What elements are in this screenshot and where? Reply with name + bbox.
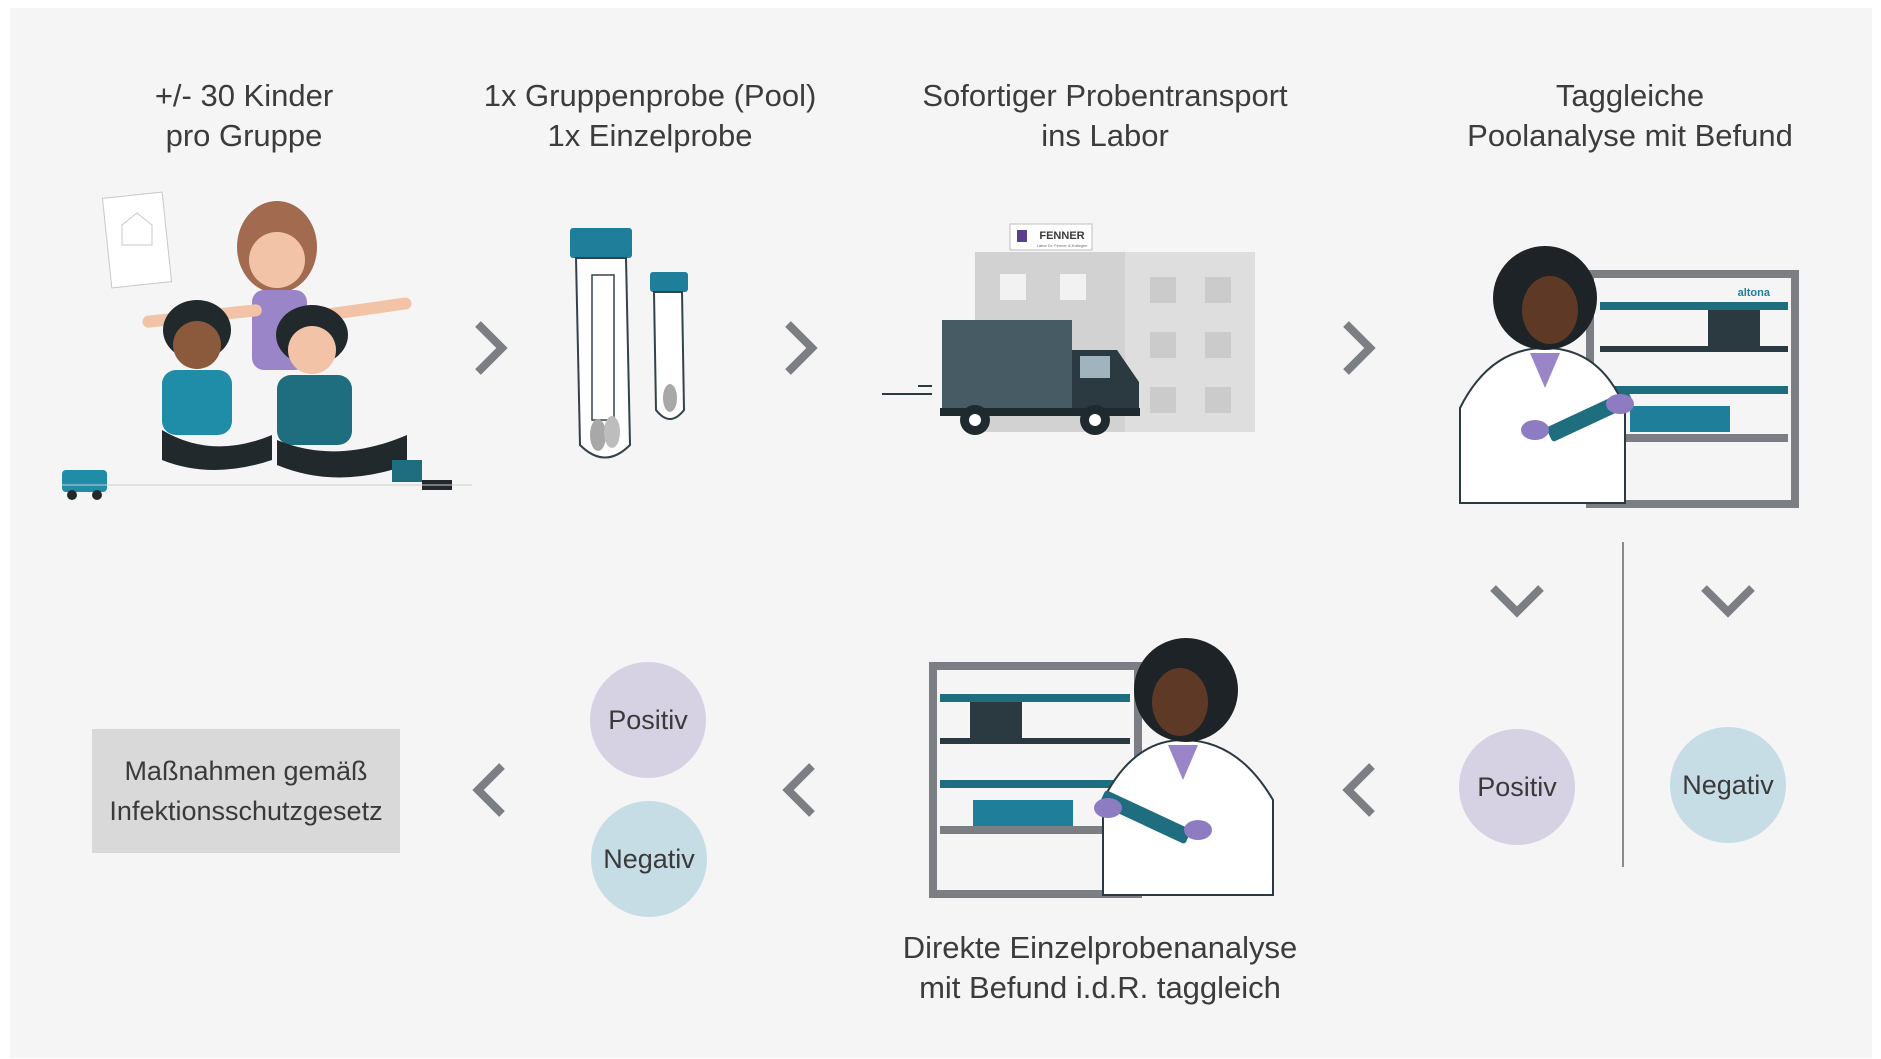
single-result-positive: Positiv bbox=[590, 662, 706, 778]
step-single-analysis-caption: Direkte Einzelprobenanalyse mit Befund i… bbox=[902, 930, 1298, 1005]
single-result-negative: Negativ bbox=[591, 801, 707, 917]
step-group-caption: +/- 30 Kinder pro Gruppe bbox=[154, 78, 334, 153]
result-divider bbox=[1622, 542, 1624, 867]
scientist-pcr-illustration-2 bbox=[929, 638, 1274, 898]
machine-brand: altona bbox=[1738, 287, 1771, 299]
chevron-left-icon bbox=[782, 763, 815, 817]
chevron-left-icon bbox=[1342, 763, 1375, 817]
chevron-left-icon bbox=[472, 763, 505, 817]
chevron-down-icon bbox=[1490, 585, 1544, 618]
pool-result-negative: Negativ bbox=[1670, 727, 1786, 843]
diagram-background bbox=[10, 8, 1872, 1058]
scientist-pcr-illustration: altona bbox=[1459, 246, 1799, 508]
lab-sign-sub: Labor Dr. Fenner & Kollegen bbox=[1037, 243, 1088, 248]
swab-tubes-illustration bbox=[570, 228, 688, 459]
measures-box-text: Maßnahmen gemäß Infektionsschutzgesetz bbox=[109, 756, 383, 826]
children-illustration bbox=[62, 191, 472, 500]
step-pool-analysis-caption: Taggleiche Poolanalyse mit Befund bbox=[1467, 78, 1793, 153]
step-transport-caption: Sofortiger Probentransport ins Labor bbox=[922, 78, 1288, 153]
chevron-right-icon bbox=[785, 321, 818, 375]
step-sample-caption: 1x Gruppenprobe (Pool) 1x Einzelprobe bbox=[483, 78, 817, 153]
chevron-down-icon bbox=[1701, 585, 1755, 618]
truck-lab-illustration: FENNER Labor Dr. Fenner & Kollegen bbox=[882, 223, 1255, 435]
measures-box: Maßnahmen gemäß Infektionsschutzgesetz bbox=[92, 729, 400, 853]
pool-result-positive: Positiv bbox=[1459, 729, 1575, 845]
chevron-right-icon bbox=[1343, 321, 1376, 375]
lab-sign-name: FENNER bbox=[1039, 230, 1084, 242]
chevron-right-icon bbox=[475, 321, 508, 375]
